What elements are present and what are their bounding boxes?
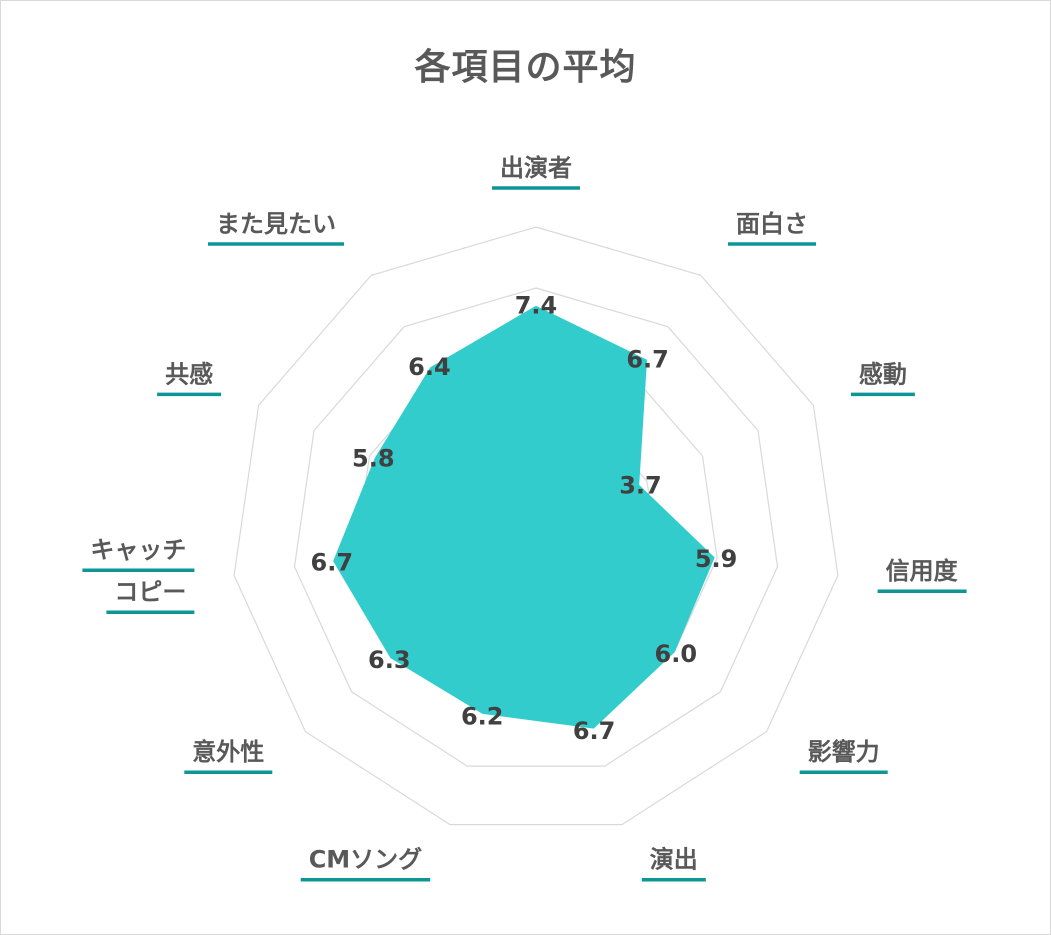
value-label: 6.7	[573, 717, 616, 745]
category-label: 感動	[859, 360, 907, 388]
category-label: また見たい	[216, 210, 336, 238]
category-label: 面白さ	[736, 210, 808, 238]
value-label: 5.8	[352, 445, 395, 473]
category-label: コピー	[114, 578, 186, 606]
category-label: キャッチ	[90, 536, 186, 564]
category-label: CMソング	[309, 846, 423, 874]
value-label: 6.4	[408, 353, 451, 381]
value-label: 6.7	[311, 548, 354, 576]
category-label: 影響力	[808, 738, 880, 766]
value-label: 5.9	[695, 545, 738, 573]
value-label: 6.2	[461, 702, 504, 730]
category-label: 演出	[650, 846, 698, 874]
value-label: 6.3	[368, 646, 411, 674]
radar-series	[333, 305, 715, 729]
category-label: 共感	[165, 360, 213, 388]
chart-title: 各項目の平均	[414, 47, 637, 88]
value-label: 3.7	[619, 471, 662, 499]
series-area	[333, 305, 715, 729]
category-label: 出演者	[500, 154, 572, 182]
value-label: 6.0	[655, 640, 698, 668]
value-label: 7.4	[515, 291, 558, 319]
value-labels: 7.4 6.7 3.7 5.9 6.0 6.7 6.2 6.3 6.7 5.8 6.4	[311, 291, 738, 745]
category-label: 意外性	[192, 738, 264, 766]
category-label: 信用度	[886, 557, 959, 585]
value-label: 6.7	[626, 345, 669, 373]
grid-ring	[293, 287, 779, 767]
grid-ring	[233, 226, 839, 826]
